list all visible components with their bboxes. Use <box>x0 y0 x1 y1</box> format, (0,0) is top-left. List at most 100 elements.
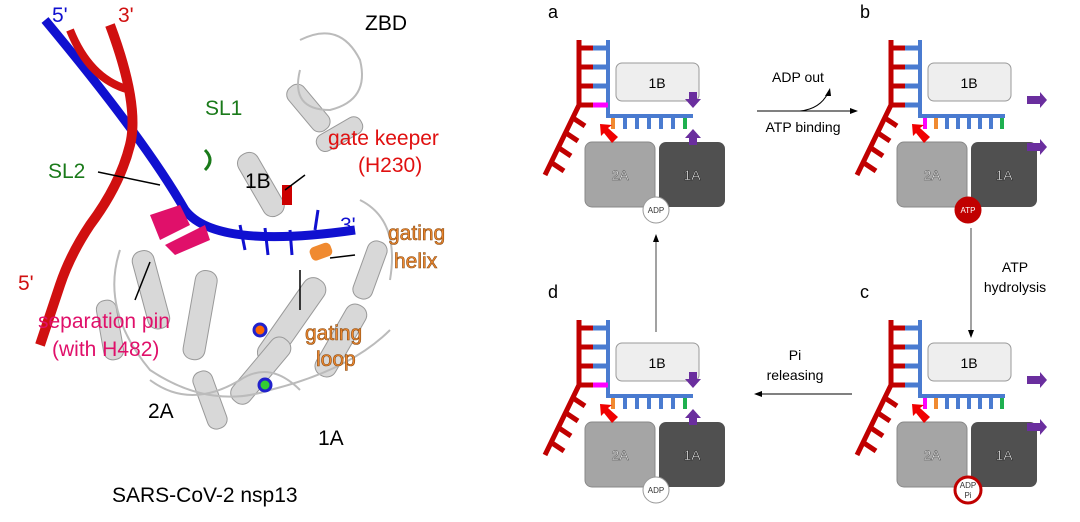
motion-arrow-icon <box>685 92 701 108</box>
gate-arrow-icon <box>600 404 618 423</box>
state-panel-d: d 1B 2A 1A ADP <box>542 282 725 504</box>
domain-2a <box>584 421 656 488</box>
label-hydrolysis: hydrolysis <box>984 279 1046 295</box>
domain-2a <box>896 141 968 208</box>
nucleotide-label: ATP <box>961 206 976 215</box>
red-base <box>883 115 899 129</box>
label-sl2: SL2 <box>48 160 85 183</box>
red-base <box>571 115 587 129</box>
figure-title: SARS-CoV-2 nsp13 <box>112 484 298 507</box>
red-strand <box>542 40 582 177</box>
label-gating-helix-1: gating <box>388 222 445 245</box>
label-gating-loop-2: loop <box>316 348 356 371</box>
domain-1b <box>927 342 1012 382</box>
red-base <box>571 395 587 409</box>
label-atp: ATP <box>1002 259 1028 275</box>
domain-1b <box>615 342 700 382</box>
red-base <box>564 410 580 424</box>
motion-arrow-icon <box>1027 92 1047 108</box>
red-base <box>869 145 885 159</box>
label-pi: Pi <box>789 347 801 363</box>
red-base <box>869 425 885 439</box>
domain-1b <box>927 62 1012 102</box>
domain-1b <box>615 62 700 102</box>
transition-arrows: ADP out ATP binding ATP hydrolysis Pi re… <box>653 69 1046 397</box>
label-atp-binding: ATP binding <box>766 119 841 135</box>
domain-2a-label: 2A <box>611 167 629 183</box>
panel-letter: d <box>548 282 558 302</box>
gate-arrow-icon <box>912 124 930 143</box>
domain-2a-label: 2A <box>923 447 941 463</box>
domain-1a <box>659 422 725 487</box>
nucleotide-icon <box>642 476 670 504</box>
panel-letter: a <box>548 2 559 22</box>
label-separation-pin: separation pin <box>38 310 170 333</box>
nucleotide-icon <box>642 196 670 224</box>
domain-1a-label: 1A <box>995 167 1013 183</box>
domain-2a-label: 2A <box>923 167 941 183</box>
gate-arrow-icon <box>600 124 618 143</box>
domain-1b-label: 1B <box>648 75 665 91</box>
label-adp-out: ADP out <box>772 69 824 85</box>
panel-letter: b <box>860 2 870 22</box>
state-panel-a: a 1B 2A 1A ADP <box>542 2 725 224</box>
red-base <box>550 160 566 174</box>
red-base <box>550 440 566 454</box>
panel-letter: c <box>860 282 869 302</box>
motion-arrow-icon <box>685 129 701 145</box>
domain-1a-label: 1A <box>683 167 701 183</box>
domain-1a <box>971 142 1037 207</box>
label-gating-loop-1: gating <box>305 322 362 345</box>
red-strand <box>854 320 894 457</box>
domain-1b-label: 1B <box>960 355 977 371</box>
label-3prime-blue: 3' <box>340 214 356 237</box>
red-base <box>564 130 580 144</box>
domain-1b-label: 1B <box>960 75 977 91</box>
red-base <box>862 440 878 454</box>
nucleotide-label: ADP <box>648 486 664 495</box>
label-gate-keeper: gate keeper <box>328 127 439 150</box>
protein-structure <box>35 17 393 430</box>
label-zbd: ZBD <box>365 12 407 35</box>
state-panel-b: b 1B 2A 1A ATP <box>854 2 1047 224</box>
domain-1b-label: 1B <box>648 355 665 371</box>
red-strand <box>854 40 894 177</box>
label-5prime-blue: 5' <box>52 4 68 27</box>
label-gating-helix-2: helix <box>394 250 438 273</box>
motion-arrow-icon <box>1027 372 1047 388</box>
gate-arrow-icon <box>912 404 930 423</box>
red-base <box>557 425 573 439</box>
motion-arrow-icon <box>685 409 701 425</box>
motion-arrow-icon <box>1027 419 1047 435</box>
label-1a: 1A <box>318 427 344 450</box>
red-base <box>876 410 892 424</box>
nucleotide-label: ADP <box>960 481 976 490</box>
nucleotide-label: ADP <box>648 206 664 215</box>
domain-2a <box>896 421 968 488</box>
domain-1a <box>659 142 725 207</box>
domain-1a-label: 1A <box>995 447 1013 463</box>
nucleotide-icon <box>954 196 982 224</box>
red-base <box>876 130 892 144</box>
domain-1a <box>971 422 1037 487</box>
label-releasing: releasing <box>767 367 824 383</box>
red-base <box>883 395 899 409</box>
red-base <box>557 145 573 159</box>
label-sl1: SL1 <box>205 97 242 120</box>
red-strand <box>542 320 582 457</box>
label-2a: 2A <box>148 400 174 423</box>
domain-2a-label: 2A <box>611 447 629 463</box>
domain-2a <box>584 141 656 208</box>
nucleotide-icon <box>953 475 983 505</box>
label-1b: 1B <box>245 170 271 193</box>
motion-arrow-icon <box>1027 139 1047 155</box>
phosphate-label: Pi <box>964 491 971 500</box>
domain-1a-label: 1A <box>683 447 701 463</box>
left-labels: 5' 3' ZBD SL1 gate keeper (H230) SL2 1B … <box>18 4 446 507</box>
label-with-h482: (with H482) <box>52 338 159 361</box>
label-h230: (H230) <box>358 154 422 177</box>
label-3prime-red: 3' <box>118 4 134 27</box>
red-base <box>862 160 878 174</box>
